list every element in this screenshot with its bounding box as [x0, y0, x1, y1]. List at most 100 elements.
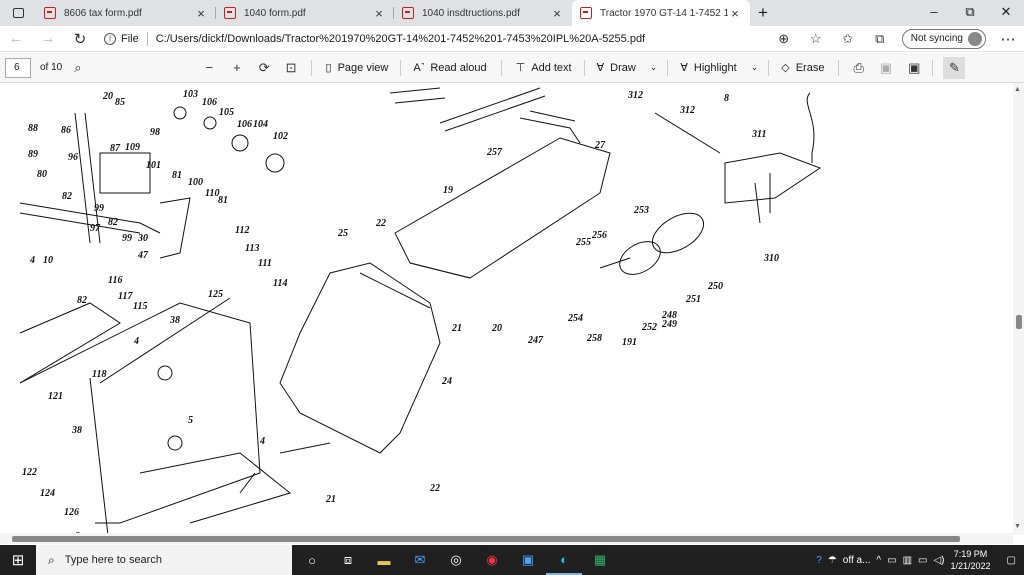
part-number-label: 110	[205, 188, 219, 199]
part-number-label: 102	[273, 131, 288, 142]
part-number-label: 253	[633, 205, 649, 216]
volume-icon[interactable]: ◁)	[933, 554, 945, 566]
part-number-label: 258	[586, 333, 602, 344]
page-view-label: Page view	[337, 61, 389, 74]
erase-button[interactable]: ◇ Erase	[781, 61, 824, 75]
tab-strip: 8606 tax form.pdf × 1040 form.pdf × 1040…	[0, 0, 1024, 26]
collections-icon[interactable]: ⧉	[875, 30, 885, 46]
close-tab-icon[interactable]: ×	[375, 5, 383, 21]
zoom-out-icon[interactable]: −	[205, 60, 214, 75]
part-number-label: 88	[28, 123, 38, 134]
address-field[interactable]: i File C:/Users/dickf/Downloads/Tractor%…	[96, 28, 768, 50]
tab-1040-form[interactable]: 1040 form.pdf ×	[216, 0, 394, 26]
part-number-label: 311	[751, 129, 766, 140]
favorites-icon[interactable]: ✩	[842, 30, 854, 46]
photos-icon[interactable]: ▣	[521, 552, 535, 567]
refresh-button[interactable]: ↻	[73, 30, 87, 48]
zoom-in-icon[interactable]: +	[233, 60, 241, 75]
excel-icon[interactable]: ▦	[593, 552, 607, 567]
add-favorite-icon[interactable]: ☆	[809, 30, 822, 46]
highlight-button[interactable]: ∀ Highlight ⌄	[680, 61, 759, 75]
tab-actions-button[interactable]	[0, 0, 36, 26]
vertical-scrollbar[interactable]: ▲ ▼	[1013, 83, 1024, 535]
page-view-button[interactable]: ▯ Page view	[325, 61, 389, 75]
read-aloud-icon: A˺	[413, 61, 425, 74]
scroll-down-icon[interactable]: ▼	[1014, 523, 1021, 530]
part-number-label: 256	[591, 230, 607, 241]
task-view-icon[interactable]: ⧈	[343, 552, 353, 567]
save-as-icon[interactable]: ▣	[908, 59, 921, 75]
notifications-icon[interactable]: ▢	[1006, 554, 1016, 566]
draw-button[interactable]: ∀ Draw ⌄	[597, 61, 658, 75]
zoom-icon[interactable]: ⊕	[778, 30, 790, 46]
settings-more-icon[interactable]: ⋯	[1000, 30, 1016, 48]
edge-icon[interactable]: ◐	[546, 545, 582, 575]
part-number-label: 121	[48, 391, 63, 402]
taskbar-apps: ○ ⧈ ▬ ✉ ◎ ◉ ▣ ◐ ▦	[294, 545, 618, 575]
vertical-scroll-thumb[interactable]	[1016, 315, 1022, 329]
part-number-label: 255	[575, 237, 591, 248]
draw-label: Draw	[610, 61, 636, 74]
add-text-button[interactable]: ⊤ Add text	[516, 61, 572, 75]
save-icon[interactable]: ▣	[879, 59, 893, 75]
pdf-icon	[224, 7, 236, 19]
tab-tractor-active[interactable]: Tractor 1970 GT-14 1-7452 1-74 ×	[572, 0, 750, 26]
chevron-down-icon[interactable]: ⌄	[750, 62, 759, 72]
clock[interactable]: 7:19 PM 1/21/2022	[951, 548, 991, 572]
print-icon[interactable]: ⎙	[853, 59, 864, 75]
part-number-label: 254	[567, 313, 583, 324]
close-tab-icon[interactable]: ×	[197, 5, 205, 21]
minimize-button[interactable]: –	[930, 4, 938, 19]
restore-button[interactable]: ⧉	[965, 4, 975, 19]
pdf-icon	[44, 7, 56, 19]
part-number-label: 100	[188, 177, 203, 188]
pin-toolbar-icon[interactable]: ✎	[943, 56, 966, 79]
help-icon[interactable]: ?	[816, 554, 822, 566]
app-icon[interactable]: ◎	[450, 552, 462, 567]
forward-button[interactable]: →	[40, 30, 56, 47]
back-button[interactable]: ←	[8, 30, 24, 47]
divider	[667, 59, 669, 76]
mail-icon[interactable]: ✉	[414, 552, 426, 567]
page-view-icon: ▯	[325, 62, 332, 74]
chevron-up-icon[interactable]: ^	[876, 554, 882, 566]
cortana-icon[interactable]: ○	[308, 552, 316, 568]
info-icon[interactable]: i	[104, 32, 116, 45]
file-explorer-icon[interactable]: ▬	[377, 552, 391, 568]
page-number-input[interactable]: 6	[5, 57, 31, 78]
part-number-label: 80	[37, 169, 47, 180]
part-number-label: 47	[137, 250, 149, 261]
part-number-label: 98	[150, 127, 160, 138]
battery-icon[interactable]: ▭	[918, 554, 928, 566]
close-window-button[interactable]: ✕	[1000, 4, 1012, 19]
tab-8606[interactable]: 8606 tax form.pdf ×	[36, 0, 216, 26]
tab-1040-instructions[interactable]: 1040 insdtructions.pdf ×	[394, 0, 572, 26]
weather-text[interactable]: off a...	[842, 554, 871, 566]
close-tab-icon[interactable]: ×	[731, 5, 739, 21]
url-text: C:/Users/dickf/Downloads/Tractor%201970%…	[155, 32, 646, 45]
chrome-icon[interactable]: ◉	[486, 552, 498, 567]
read-aloud-button[interactable]: A˺ Read aloud	[413, 62, 486, 74]
new-tab-button[interactable]: +	[758, 3, 768, 22]
part-number-label: 5	[188, 415, 193, 426]
meet-now-icon[interactable]: ▭	[887, 554, 897, 566]
part-number-label: 4	[29, 255, 35, 266]
weather-icon[interactable]: ☂	[827, 554, 837, 566]
part-number-label: 112	[235, 225, 249, 236]
file-scheme-label: File	[121, 32, 139, 45]
find-icon[interactable]: ⌕	[74, 59, 82, 75]
part-number-label: 126	[64, 507, 79, 518]
network-icon[interactable]: ▥	[902, 554, 913, 566]
rotate-icon[interactable]: ⟳	[258, 59, 270, 75]
scroll-up-icon[interactable]: ▲	[1014, 86, 1021, 93]
fit-page-icon[interactable]: ⊡	[285, 59, 297, 75]
taskbar-search-box[interactable]: ⌕ Type here to search	[36, 545, 292, 575]
horizontal-scrollbar[interactable]	[0, 533, 1013, 544]
windows-start-icon[interactable]: ⊞	[11, 552, 25, 569]
chevron-down-icon[interactable]: ⌄	[649, 62, 658, 72]
close-tab-icon[interactable]: ×	[553, 5, 561, 21]
profile-sync-button[interactable]: Not syncing	[901, 28, 986, 49]
divider	[310, 59, 312, 76]
horizontal-scroll-thumb[interactable]	[12, 536, 960, 542]
